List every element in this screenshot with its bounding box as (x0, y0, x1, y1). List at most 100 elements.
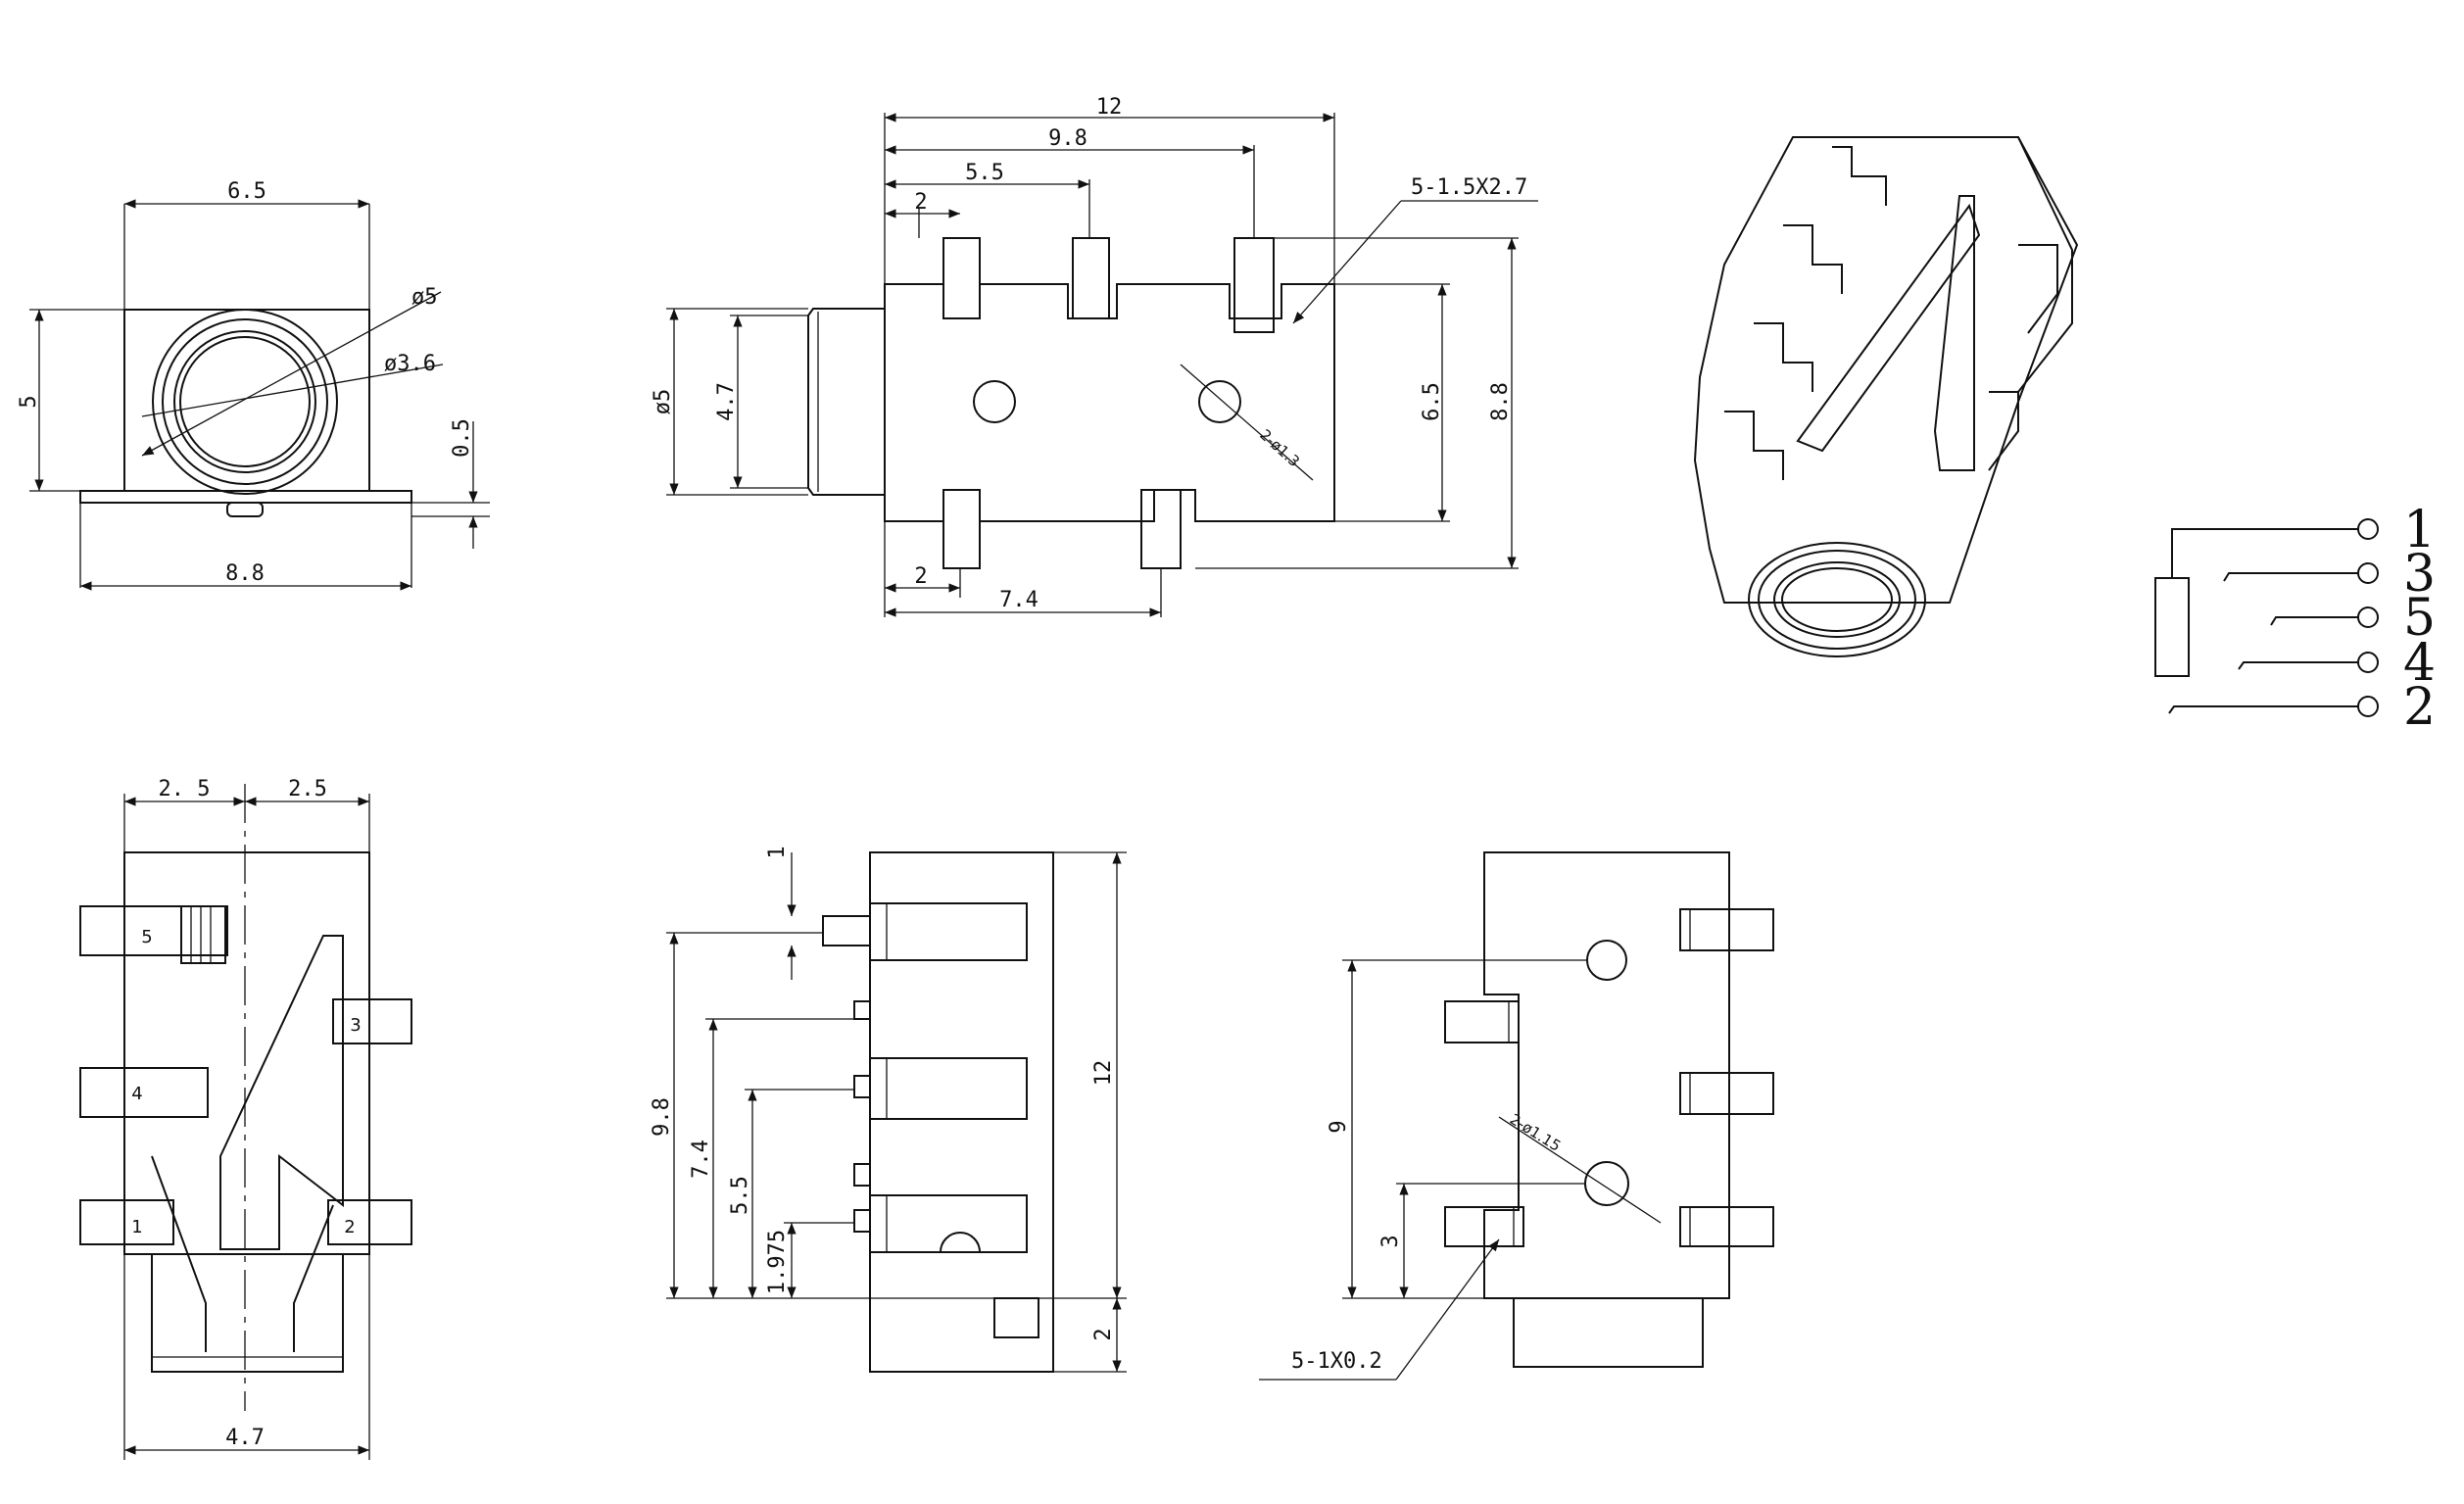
iso-slot-1 (1832, 146, 1887, 206)
bv-pad-note: 5-1X0.2 (1291, 1349, 1382, 1374)
top-barrel (807, 308, 885, 496)
dim-dia-5: ø5 (411, 285, 438, 310)
top-pin-2 (1140, 489, 1182, 569)
dim-12: 12 (1096, 95, 1123, 120)
schematic-label-4: 4 (2403, 634, 2436, 693)
dim-6-5: 6.5 (227, 179, 266, 204)
top-hole-1 (973, 380, 1016, 423)
bl-pin-label-1: 1 (131, 1217, 142, 1237)
bl-pin-1 (79, 1199, 174, 1245)
dim-5-5: 5.5 (965, 161, 1004, 185)
schematic: 1 3 5 4 2 (2154, 501, 2436, 737)
iso-slot-3 (1754, 322, 1813, 392)
side-slot-1 (869, 902, 1028, 961)
dim-9-8-side: 9.8 (650, 1097, 674, 1137)
bv-body-outline (1483, 851, 1730, 1299)
bl-pin-3 (332, 998, 412, 1044)
isometric-view (1693, 136, 2079, 657)
bl-pin-label-4: 4 (131, 1084, 142, 1104)
iso-right-slot-1 (2018, 244, 2058, 334)
front-view: 6.5 ø5 ø3.6 5 0.5 8.8 (17, 179, 490, 591)
iso-outer-ring (1748, 542, 1926, 657)
bv-pad-1 (1679, 908, 1774, 951)
dim-5: 5 (17, 395, 41, 408)
bv-hole-1 (1586, 940, 1627, 981)
schematic-label-5: 5 (2403, 589, 2436, 648)
bl-pin-label-5: 5 (141, 927, 152, 947)
bv-hole-note: 2-ø1.15 (1507, 1110, 1564, 1155)
schematic-pin-2 (2357, 696, 2379, 717)
front-ring-2 (162, 318, 328, 485)
hole-leader (1180, 364, 1314, 481)
bl-body-outline (123, 851, 370, 1255)
side-pin-b (853, 1000, 871, 1020)
side-bottom-pin (993, 1297, 1039, 1338)
top-body-outline (884, 283, 1335, 522)
iso-bore (1781, 567, 1893, 632)
bv-hole-2 (1584, 1161, 1629, 1206)
bl-pin-4 (79, 1067, 209, 1118)
dim-1: 1 (765, 846, 790, 858)
dim-2-bottom: 2 (914, 564, 927, 589)
side-slot-3 (869, 1194, 1028, 1253)
top-pin-4 (942, 489, 981, 569)
dim-1-975: 1.975 (765, 1230, 790, 1294)
dim-line-dia-5 (141, 291, 442, 457)
dim-5-5-side: 5.5 (728, 1176, 752, 1215)
dim-2-5-right: 2.5 (288, 777, 327, 801)
top-hole-2 (1198, 380, 1241, 423)
bl-pin-5 (79, 905, 228, 956)
iso-body-outline (1693, 136, 2079, 604)
bv-pad-3 (1679, 1072, 1774, 1115)
iso-slot-2 (1783, 224, 1843, 294)
dim-7-4: 7.4 (999, 588, 1039, 612)
dim-12-side: 12 (1091, 1060, 1116, 1087)
bl-barrel (151, 1254, 344, 1373)
bv-hole-leader (1498, 1116, 1662, 1224)
top-pin-3 (1072, 237, 1110, 319)
dim-3-bv: 3 (1378, 1235, 1403, 1247)
iso-slot-4 (1724, 411, 1784, 480)
front-base-plate (79, 490, 412, 504)
bl-pin-label-2: 2 (344, 1217, 355, 1237)
dim-4-7-bl: 4.7 (225, 1426, 265, 1450)
schematic-pin-5 (2357, 606, 2379, 628)
side-body-outline (869, 851, 1054, 1373)
front-inner-ring (173, 330, 316, 473)
bv-pad-5 (1679, 1206, 1774, 1247)
side-pin-a (822, 915, 871, 946)
schematic-plug (2154, 577, 2190, 677)
dim-dia-5-top: ø5 (651, 389, 675, 415)
side-pin-c (853, 1075, 871, 1098)
bl-blade (219, 935, 344, 1250)
side-slot-2 (869, 1057, 1028, 1120)
bv-pad-4 (1444, 1206, 1524, 1247)
dim-8-8-top: 8.8 (1488, 382, 1513, 421)
bl-pin-2 (327, 1199, 412, 1245)
schematic-pin-1 (2357, 518, 2379, 540)
dim-line-dia-3-6 (141, 364, 444, 417)
hole-note-top: 2-ø1.3 (1256, 426, 1303, 470)
dim-2-top: 2 (914, 190, 927, 215)
side-arc (940, 1232, 981, 1253)
iso-inner-wedge (1933, 195, 1975, 471)
dim-4-7: 4.7 (714, 382, 739, 421)
bl-spring-5 (180, 905, 226, 964)
front-center-pin (226, 502, 264, 517)
iso-blade (1796, 203, 1981, 453)
dim-9-bv: 9 (1327, 1120, 1351, 1133)
dim-2-5-left: 2. 5 (159, 777, 211, 801)
dim-6-5-top: 6.5 (1420, 382, 1444, 421)
bottom-view: 2-ø1.15 9 3 5-1X0.2 (1259, 851, 1774, 1381)
bv-barrel (1513, 1298, 1704, 1368)
side-pin-d (853, 1163, 871, 1187)
schematic-label-2: 2 (2403, 678, 2436, 737)
dim-0-5: 0.5 (450, 418, 474, 458)
iso-right-slot-2 (1988, 391, 2019, 471)
bl-contacts (151, 1155, 334, 1352)
dim-8-8: 8.8 (225, 561, 265, 586)
iso-mid-ring (1758, 550, 1916, 650)
schematic-label-1: 1 (2403, 501, 2436, 559)
dim-9-8: 9.8 (1048, 126, 1087, 151)
schematic-pin-3 (2357, 562, 2379, 584)
